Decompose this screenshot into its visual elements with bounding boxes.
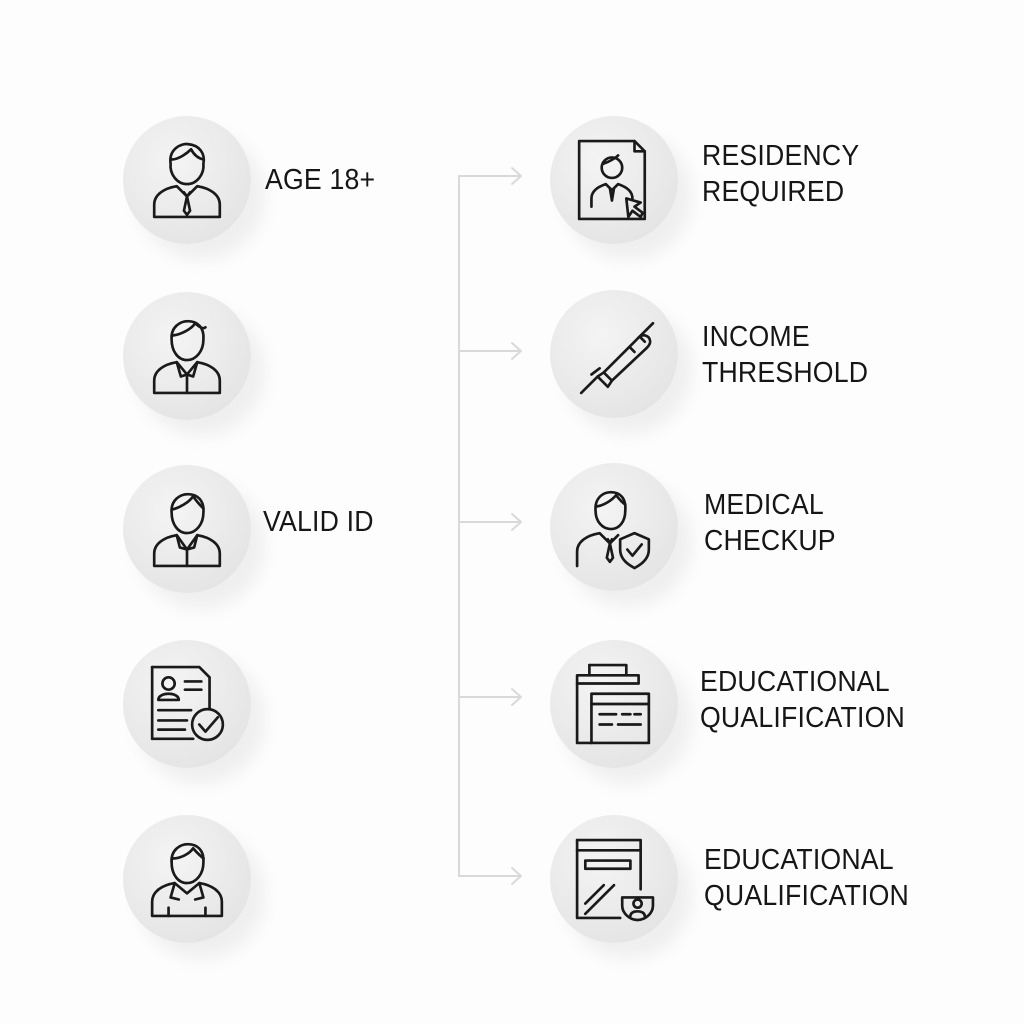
person-shield-icon — [575, 490, 651, 570]
person-hoodie-icon — [150, 842, 224, 918]
label-educational-2: EDUCATIONAL QUALIFICATION — [704, 842, 909, 914]
pen-icon — [579, 321, 655, 395]
label-educational-1-line1: EDUCATIONAL — [700, 666, 890, 698]
right-item-4 — [550, 640, 678, 768]
person-jacket-icon — [152, 492, 222, 568]
label-residency: RESIDENCY REQUIRED — [702, 138, 859, 210]
right-item-5 — [550, 815, 678, 943]
right-item-1 — [550, 116, 678, 244]
left-item-3 — [123, 465, 251, 593]
label-educational-1-line2: QUALIFICATION — [700, 702, 905, 734]
label-income-line2: THRESHOLD — [702, 357, 869, 389]
form-badge-icon — [575, 838, 655, 922]
label-medical-line1: MEDICAL — [704, 489, 824, 521]
label-medical-line2: CHECKUP — [704, 525, 836, 557]
printer-form-icon — [575, 663, 651, 745]
left-item-5 — [123, 815, 251, 943]
label-residency-line2: REQUIRED — [702, 176, 845, 208]
label-residency-line1: RESIDENCY — [702, 140, 860, 172]
right-item-2 — [550, 290, 678, 418]
person-suit-icon — [152, 319, 222, 395]
person-tie-icon — [152, 142, 222, 219]
label-medical: MEDICAL CHECKUP — [704, 487, 836, 559]
left-item-2 — [123, 292, 251, 420]
label-valid-id: VALID ID — [263, 506, 374, 538]
left-item-4 — [123, 640, 251, 768]
left-item-1 — [123, 116, 251, 244]
label-income: INCOME THRESHOLD — [702, 319, 868, 391]
profile-document-cursor-icon — [577, 139, 647, 221]
right-item-3 — [550, 463, 678, 591]
label-income-line1: INCOME — [702, 321, 810, 353]
label-educational-2-line1: EDUCATIONAL — [704, 844, 894, 876]
label-age: AGE 18+ — [265, 164, 376, 196]
document-check-icon — [150, 665, 225, 742]
label-educational-2-line2: QUALIFICATION — [704, 880, 909, 912]
label-educational-1: EDUCATIONAL QUALIFICATION — [700, 664, 905, 736]
